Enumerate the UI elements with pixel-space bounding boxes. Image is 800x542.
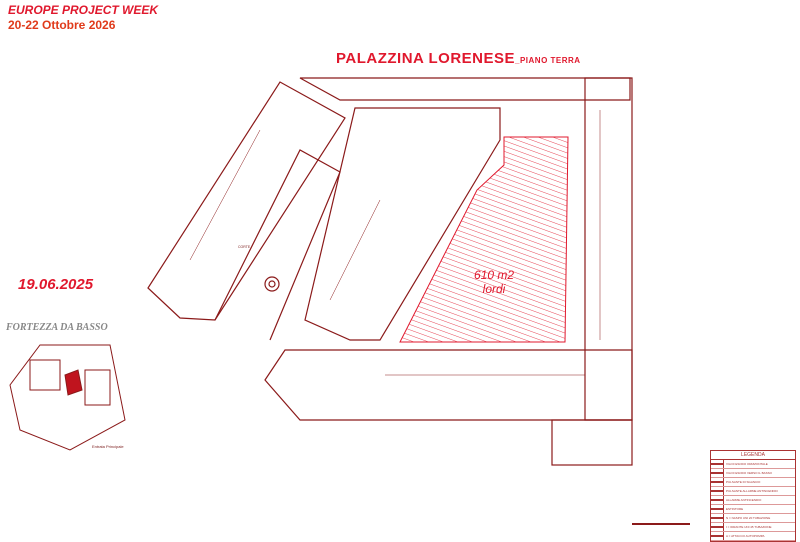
legend-item: PULSANTE ALLARME ANTINCENDIO	[711, 487, 795, 496]
entrance-label: Entrata Principale	[92, 444, 124, 449]
site-map	[9, 344, 126, 451]
legend-item: N = NASPO UNI 20 TUBAZIONE	[711, 514, 795, 523]
event-title: EUROPE PROJECT WEEK	[8, 3, 159, 17]
west-wing	[147, 81, 346, 321]
exit-arrow-icon	[711, 460, 724, 468]
legend-text: N = NASPO UNI 20 TUBAZIONE	[726, 516, 771, 520]
legend-text: I = IDRANTE UNI 45 TUBAZIONE	[726, 525, 772, 529]
legend-text: PULSANTE DI SGANCIO	[726, 480, 761, 484]
area-unit: lordi	[482, 282, 506, 296]
exit-down-icon	[711, 469, 724, 477]
legend-title: LEGENDA	[711, 451, 795, 460]
legend-item: VIA DI ESODO VERSO IL BASSO	[711, 469, 795, 478]
map-title: FORTEZZA DA BASSO	[6, 322, 108, 333]
hose-icon	[711, 514, 724, 522]
legend-item: A = ATTACCO AUTOPOMPA	[711, 532, 795, 541]
hydrant-icon	[711, 523, 724, 531]
courtyard-wall	[214, 149, 341, 341]
legend-item: PULSANTE DI SGANCIO	[711, 478, 795, 487]
courtyard-label: CORTE	[238, 245, 251, 249]
legend-item: I = IDRANTE UNI 45 TUBAZIONE	[711, 523, 795, 532]
legend-text: VIA DI ESODO ORIZZONTALE	[726, 462, 768, 466]
release-button-icon	[711, 478, 724, 486]
alarm-button-icon	[711, 487, 724, 495]
legend-item: ALLARME ANTINCENDIO	[711, 496, 795, 505]
legend-text: ESTINTORE	[726, 507, 744, 511]
north-wing	[299, 77, 631, 101]
alarm-icon	[711, 496, 724, 504]
event-dates: 20-22 Ottobre 2026	[8, 18, 116, 32]
legend-item: VIA DI ESODO ORIZZONTALE	[711, 460, 795, 469]
pump-connection-icon	[711, 532, 724, 540]
legend-text: A = ATTACCO AUTOPOMPA	[726, 534, 765, 538]
plan-title: PALAZZINA LORENESE_PIANO TERRA	[336, 50, 581, 67]
south-wing	[264, 349, 633, 421]
legend-item: ESTINTORE	[711, 505, 795, 514]
legend-text: PULSANTE ALLARME ANTINCENDIO	[726, 489, 778, 493]
plan-title-main: PALAZZINA LORENESE	[336, 50, 516, 67]
east-wing	[584, 77, 633, 421]
highlighted-area	[399, 136, 569, 343]
plan-subtitle: _PIANO TERRA	[515, 56, 581, 65]
legend-text: VIA DI ESODO VERSO IL BASSO	[726, 471, 772, 475]
legend-text: ALLARME ANTINCENDIO	[726, 498, 762, 502]
area-value: 610 m2	[474, 268, 515, 282]
date-label: 19.06.2025	[18, 276, 94, 293]
legend: LEGENDA VIA DI ESODO ORIZZONTALE VIA DI …	[710, 450, 796, 542]
extinguisher-icon	[711, 505, 724, 513]
central-wing	[304, 107, 501, 341]
